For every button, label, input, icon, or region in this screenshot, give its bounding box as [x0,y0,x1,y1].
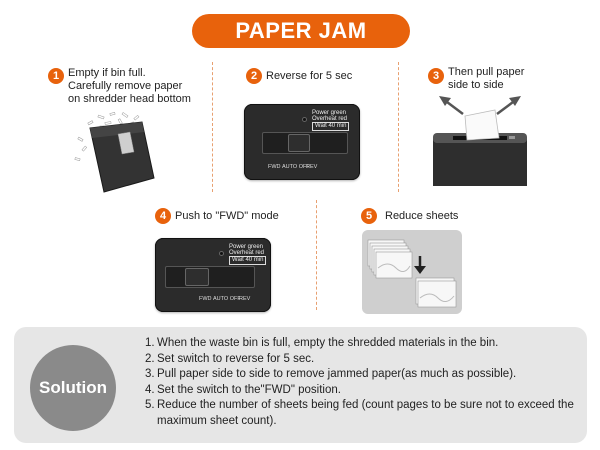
step-number: 1 [48,68,64,84]
rev-label: REV [239,296,251,302]
list-item: 5.Reduce the number of sheets being fed … [145,398,575,429]
step-line: Then pull paper [448,66,525,78]
power-label: Power green [229,244,264,250]
page-title: PAPER JAM [192,14,410,48]
step-description: Empty if bin full. Carefully remove pape… [68,67,191,106]
step-number: 4 [155,208,171,224]
divider [212,62,213,192]
step-line: side to side [448,79,504,91]
item-number: 4. [145,383,155,396]
solution-label: Solution [30,345,116,431]
item-number: 3. [145,368,155,380]
indicator-light [219,251,224,256]
step-line: Reverse for 5 sec [266,70,353,82]
item-text: Pull paper side to side to remove jammed… [157,368,517,380]
list-item: 3.Pull paper side to side to remove jamm… [145,367,575,383]
auto-off-label: AUTO OFF [282,164,310,170]
item-number: 1. [145,337,155,349]
step-description: Reduce sheets [385,210,458,223]
item-text: Set switch to reverse for 5 sec. [157,352,315,365]
overheat-label: Overheat red [229,250,265,256]
step-line: Reduce sheets [385,210,459,222]
list-item: 4.Set the switch to the"FWD" position. [145,383,575,399]
overheat-label: Overheat red [312,116,348,122]
power-label: Power green [312,110,347,116]
mode-switch[interactable] [165,266,255,288]
step-number: 3 [428,68,444,84]
step-line: on shredder head bottom [68,93,191,105]
switch-knob[interactable] [288,134,310,152]
item-text: Reduce the number of sheets being fed (c… [157,399,574,427]
step-number: 5 [361,208,377,224]
wait-label: Wait 40 min [312,122,350,131]
step-description: Reverse for 5 sec [266,70,352,83]
solution-list: 1.When the waste bin is full, empty the … [145,336,575,429]
step-description: Push to "FWD" mode [175,210,279,223]
rev-label: REV [306,164,318,170]
fwd-label: FWD [199,296,212,302]
step-number: 2 [246,68,262,84]
divider [398,62,399,192]
item-text: Set the switch to the"FWD" position. [157,383,341,396]
control-panel: Power green Overheat red Wait 40 min FWD… [244,104,360,180]
item-number: 5. [145,399,155,411]
step-line: Carefully remove paper [68,80,183,92]
item-text: When the waste bin is full, empty the sh… [157,337,499,349]
waste-bin-illustration [74,111,155,193]
step-line: Empty if bin full. [68,67,146,79]
list-item: 1.When the waste bin is full, empty the … [145,336,575,352]
item-number: 2. [145,352,155,365]
indicator-light [302,117,307,122]
step-description: Then pull paper side to side [448,66,524,92]
divider [316,200,317,310]
switch-knob[interactable] [185,268,209,286]
reduce-sheets-illustration [362,230,462,314]
shredder-head-illustration [433,96,527,186]
fwd-label: FWD [268,164,281,170]
wait-label: Wait 40 min [229,256,267,265]
control-panel: Power green Overheat red Wait 40 min FWD… [155,238,271,312]
list-item: 2.Set switch to reverse for 5 sec. [145,352,575,368]
auto-off-label: AUTO OFF [213,296,241,302]
step-line: Push to "FWD" mode [175,210,279,222]
